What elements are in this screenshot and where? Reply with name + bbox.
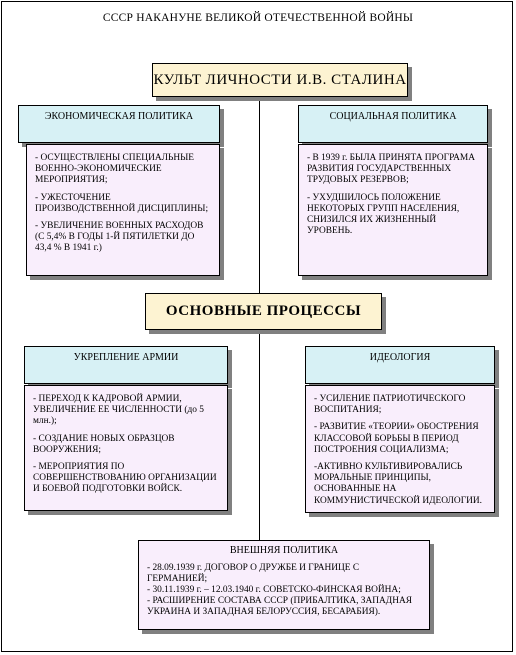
foreign-item: - РАСШИРЕНИЕ СОСТАВА СССР (ПРИБАЛТИКА, З…: [147, 596, 412, 617]
social-content: - В 1939 г. БЫЛА ПРИНЯТА ПРОГРАМА РАЗВИТ…: [298, 144, 488, 276]
foreign-item: - 28.09.1939 г. ДОГОВОР О ДРУЖБЕ И ГРАНИ…: [147, 563, 360, 584]
army-header-label: УКРЕПЛЕНИЕ АРМИИ: [73, 352, 179, 363]
cult-box: КУЛЬТ ЛИЧНОСТИ И.В. СТАЛИНА: [152, 63, 408, 97]
ideology-item: - УСИЛЕНИЕ ПАТРИОТИЧЕСКОГО ВОСПИТАНИЯ;: [314, 394, 466, 416]
ideology-header-label: ИДЕОЛОГИЯ: [369, 352, 431, 363]
army-content: - ПЕРЕХОД К КАДРОВОЙ АРМИИ, УВЕЛИЧЕНИЕ Е…: [24, 385, 228, 511]
social-item: - В 1939 г. БЫЛА ПРИНЯТА ПРОГРАМА РАЗВИТ…: [307, 153, 475, 186]
economic-item: - УВЕЛИЧЕНИЕ ВОЕННЫХ РАСХОДОВ (С 5,4% В …: [35, 221, 204, 254]
ideology-item: -АКТИВНО КУЛЬТИВИРОВАЛИСЬ МОРАЛЬНЫЕ ПРИН…: [314, 462, 482, 506]
processes-box: ОСНОВНЫЕ ПРОЦЕССЫ: [145, 293, 382, 330]
economic-item: - УЖЕСТОЧЕНИЕ ПРОИЗВОДСТВЕННОЙ ДИСЦИПЛИН…: [35, 192, 209, 214]
connector-line: [259, 330, 260, 540]
connector-line: [259, 97, 260, 293]
army-item: - СОЗДАНИЕ НОВЫХ ОБРАЗЦОВ ВООРУЖЕНИЯ;: [33, 433, 175, 455]
army-header: УКРЕПЛЕНИЕ АРМИИ: [24, 346, 228, 384]
ideology-item: - РАЗВИТИЕ «ТЕОРИИ» ОБОСТРЕНИЯ КЛАССОВОЙ…: [314, 422, 479, 455]
social-item: - УХУДШИЛОСЬ ПОЛОЖЕНИЕ НЕКОТОРЫХ ГРУПП Н…: [307, 192, 460, 237]
social-header-label: СОЦИАЛЬНАЯ ПОЛИТИКА: [329, 111, 457, 122]
foreign-policy-header: ВНЕШНЯЯ ПОЛИТИКА: [229, 545, 339, 556]
ideology-header: ИДЕОЛОГИЯ: [305, 346, 495, 384]
army-item: - МЕРОПРИЯТИЯ ПО СОВЕРШЕНСТВОВАНИЮ ОРГАН…: [33, 462, 217, 495]
foreign-policy-box: ВНЕШНЯЯ ПОЛИТИКА - 28.09.1939 г. ДОГОВОР…: [138, 540, 430, 630]
economic-header: ЭКОНОМИЧЕСКАЯ ПОЛИТИКА: [18, 105, 220, 143]
economic-content: - ОСУЩЕСТВЛЕНЫ СПЕЦИАЛЬНЫЕ ВОЕННО-ЭКОНОМ…: [26, 144, 220, 276]
army-item: - ПЕРЕХОД К КАДРОВОЙ АРМИИ, УВЕЛИЧЕНИЕ Е…: [33, 394, 204, 427]
ideology-content: - УСИЛЕНИЕ ПАТРИОТИЧЕСКОГО ВОСПИТАНИЯ; -…: [305, 385, 495, 513]
economic-item: - ОСУЩЕСТВЛЕНЫ СПЕЦИАЛЬНЫЕ ВОЕННО-ЭКОНОМ…: [35, 153, 195, 186]
diagram-title: СССР НАКАНУНЕ ВЕЛИКОЙ ОТЕЧЕСТВЕННОЙ ВОЙН…: [102, 12, 414, 24]
foreign-item: - 30.11.1939 г. – 12.03.1940 г. СОВЕТСКО…: [147, 585, 401, 595]
social-header: СОЦИАЛЬНАЯ ПОЛИТИКА: [298, 105, 488, 143]
economic-header-label: ЭКОНОМИЧЕСКАЯ ПОЛИТИКА: [44, 111, 194, 122]
